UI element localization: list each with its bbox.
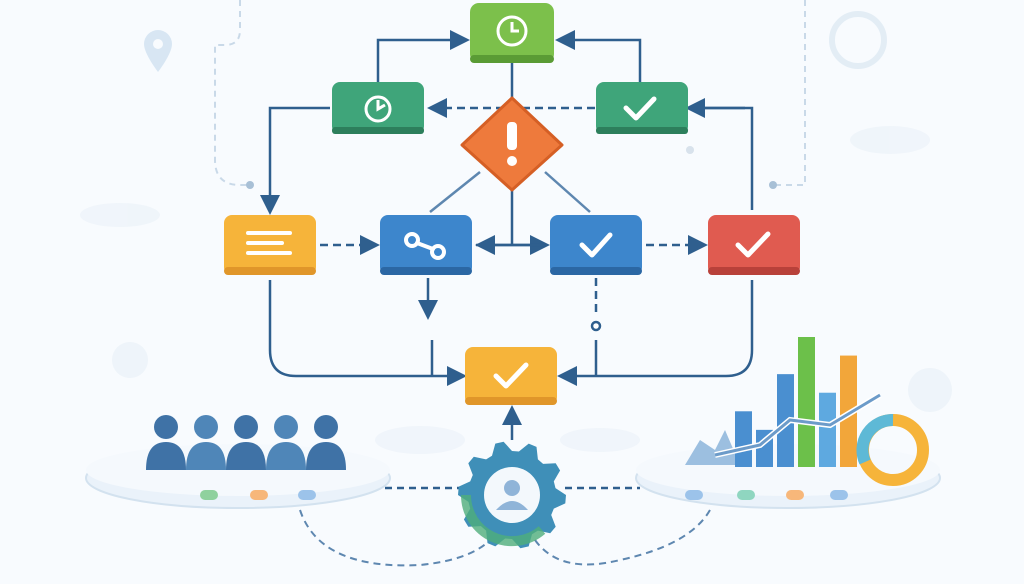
gear-hub[interactable] [458,441,566,549]
node-document[interactable] [224,215,316,275]
chart-bar [735,411,752,467]
connector-document-merge [268,280,467,386]
chart-bar [819,392,836,467]
background-decor [80,0,952,454]
connector-timer-document [260,106,330,215]
person-icon [266,415,306,470]
user-icon [496,480,528,510]
link-icon [404,232,446,260]
connector-timer-clock [376,30,470,82]
left-platform [85,415,391,509]
exclamation-icon [507,122,517,166]
node-alert[interactable] [460,96,564,192]
bar-chart-icon [735,337,857,467]
location-pin-icon [144,30,172,72]
timer-icon [364,95,392,123]
connector-alert-verify [544,171,591,213]
cloud-icon [80,203,160,227]
check-icon [493,362,529,389]
clock-icon [496,15,528,47]
check-icon [579,232,613,258]
connector-approved-final [690,106,754,210]
node-final[interactable] [708,215,800,275]
node-verify[interactable] [550,215,642,275]
list-icon [246,231,292,255]
node-merge[interactable] [465,347,557,405]
people-icon [146,415,346,470]
node-clock[interactable] [470,3,554,63]
person-icon [306,415,346,470]
right-platform [635,337,941,509]
connector-alert-link [429,171,481,213]
chart-bar [798,337,815,467]
connectors [260,30,754,567]
donut-chart-icon [856,413,929,486]
node-link[interactable] [380,215,472,275]
node-timer[interactable] [332,82,424,134]
target-icon [829,11,887,69]
connector-final-merge [557,280,754,386]
person-icon [226,415,266,470]
cloud-icon [850,126,930,154]
check-icon [735,231,771,258]
cloud-icon [375,426,465,454]
cloud-icon [560,428,640,452]
person-icon [186,415,226,470]
connector-approved-clock [555,30,642,82]
node-approved[interactable] [596,82,688,134]
person-icon [146,415,186,470]
area-chart-shape [685,430,740,465]
check-icon [623,96,657,121]
